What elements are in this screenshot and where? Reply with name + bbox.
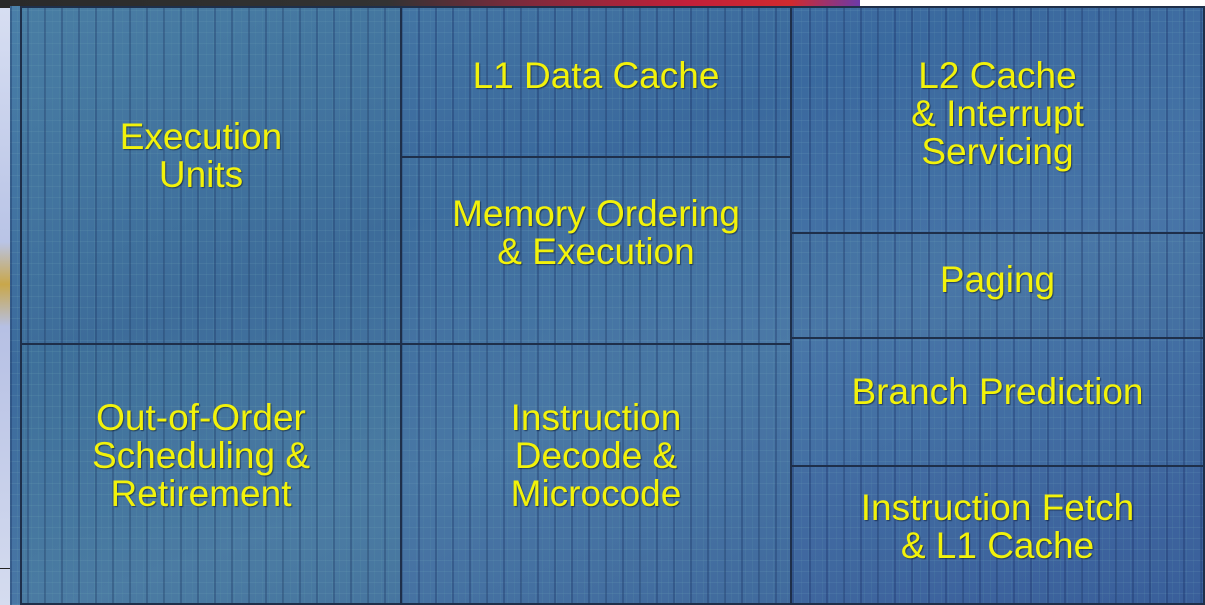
block-label: Memory Ordering & Execution (452, 192, 740, 272)
block-label: L2 Cache & Interrupt Servicing (911, 55, 1084, 172)
block-label: Branch Prediction (851, 371, 1144, 412)
block-branch-prediction: Branch Prediction (790, 337, 1205, 467)
block-l1-data-cache: L1 Data Cache (400, 6, 792, 158)
block-label: Out-of-Order Scheduling & Retirement (91, 397, 311, 514)
edge-tick-mark (0, 568, 10, 569)
block-label: Paging (939, 258, 1056, 300)
block-instruction-decode: Instruction Decode & Microcode (400, 343, 792, 605)
block-memory-ordering: Memory Ordering & Execution (400, 156, 792, 345)
block-label: Instruction Decode & Microcode (510, 397, 682, 514)
block-instruction-fetch: Instruction Fetch & L1 Cache (790, 465, 1205, 605)
block-l2-cache: L2 Cache & Interrupt Servicing (790, 6, 1205, 234)
top-color-strip (0, 0, 860, 8)
block-label: Instruction Fetch & L1 Cache (860, 487, 1135, 566)
block-out-of-order: Out-of-Order Scheduling & Retirement (20, 343, 402, 605)
die-photo: Execution Units L1 Data Cache Memory Ord… (10, 6, 1205, 605)
block-label: Execution Units (119, 115, 283, 195)
block-label: L1 Data Cache (472, 55, 720, 96)
block-execution-units: Execution Units (20, 6, 402, 345)
left-edge-bar (0, 0, 10, 605)
block-paging: Paging (790, 232, 1205, 339)
